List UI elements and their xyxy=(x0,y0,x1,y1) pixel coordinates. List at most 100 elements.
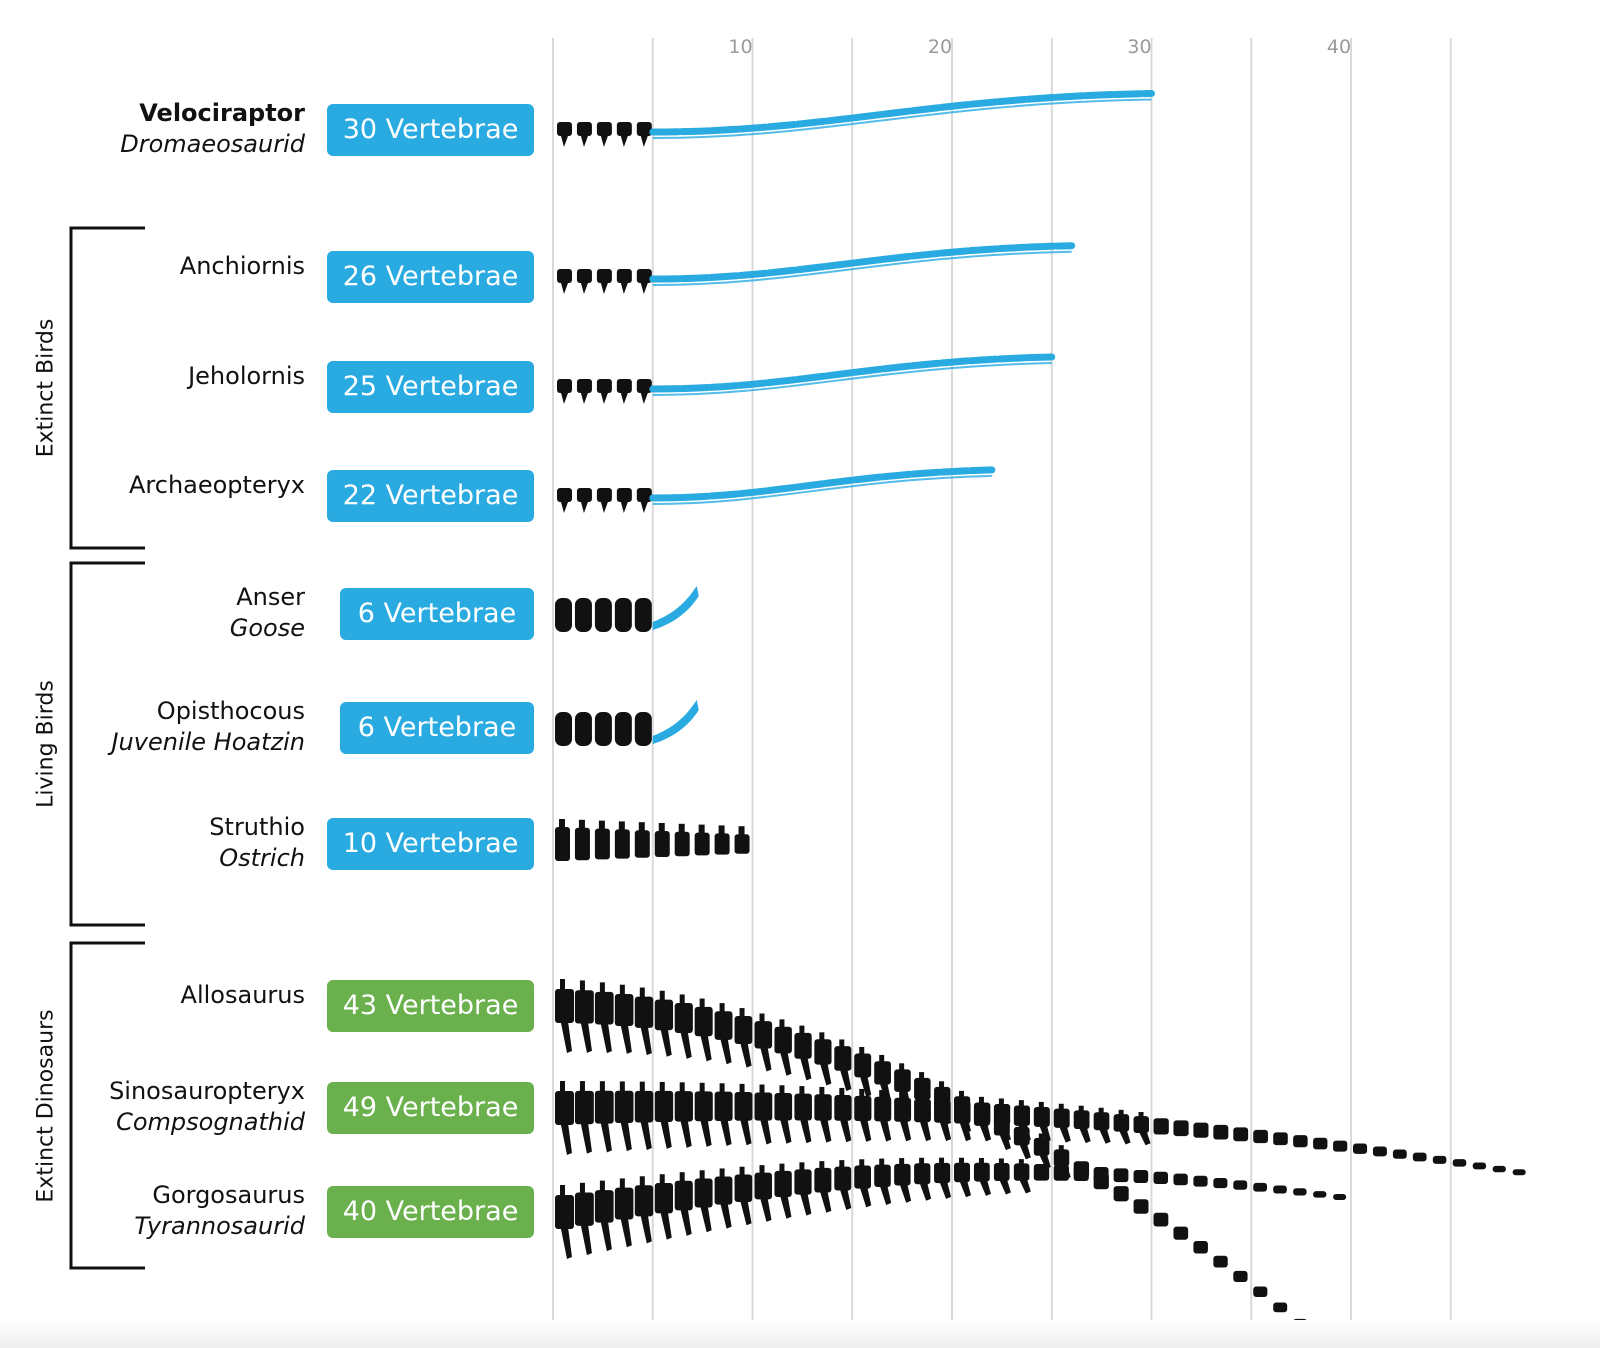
vertebra xyxy=(555,827,570,861)
group-label: Extinct Birds xyxy=(33,318,59,458)
neural-spine xyxy=(1078,1105,1084,1113)
vertebra xyxy=(894,1069,911,1092)
chevron-bone xyxy=(680,1208,692,1236)
vertebra xyxy=(1472,1162,1487,1170)
species-name: Gorgosaurus xyxy=(152,1181,305,1209)
neural-spine xyxy=(599,1081,605,1093)
vertebra xyxy=(555,1091,574,1125)
vertebra xyxy=(636,488,652,502)
neural-spine xyxy=(1138,1112,1144,1119)
chevron-bone xyxy=(1039,1124,1051,1143)
vertebra xyxy=(714,833,730,855)
species-label: Allosaurus xyxy=(181,980,305,1011)
vertebra xyxy=(555,598,572,632)
vertebra xyxy=(1093,1112,1110,1131)
chevron-bone xyxy=(580,283,588,294)
vertebra xyxy=(555,1195,574,1229)
tail-gorgosaurus xyxy=(555,1157,1347,1259)
vertebra xyxy=(1253,1182,1267,1192)
vertebrae-count-badge: 6 Vertebrae xyxy=(340,702,534,754)
vertebra xyxy=(734,834,750,854)
vertebra xyxy=(1173,1120,1189,1137)
vertebra xyxy=(814,1039,832,1065)
neural-spine xyxy=(859,1088,865,1098)
vertebra xyxy=(1053,1108,1070,1128)
vertebra xyxy=(594,991,614,1025)
chevron-bone xyxy=(800,1118,812,1144)
vertebra xyxy=(1193,1240,1208,1254)
chevron-bone xyxy=(820,1190,832,1213)
species-label: Archaeopteryx xyxy=(129,470,305,501)
vertebra xyxy=(1113,1186,1129,1202)
vertebra xyxy=(814,1094,832,1121)
vertebra xyxy=(614,1187,634,1220)
tail-chevron-line xyxy=(652,474,992,505)
species-name: Jeholornis xyxy=(188,362,305,390)
neural-spine xyxy=(698,824,705,835)
chevron-bone xyxy=(580,1021,592,1053)
x-tick-label: 10 xyxy=(728,36,752,58)
neural-spine xyxy=(978,1096,984,1105)
neural-spine xyxy=(859,1046,865,1056)
chevron-bone xyxy=(561,393,568,404)
vertebra xyxy=(934,1100,951,1123)
neural-spine xyxy=(799,1025,805,1035)
chevron-bone xyxy=(900,1183,912,1203)
neural-spine xyxy=(879,1090,885,1099)
vertebra xyxy=(1033,1107,1050,1127)
x-tick-label: 30 xyxy=(1127,36,1151,58)
vertebra xyxy=(555,712,572,746)
neural-spine xyxy=(759,1013,765,1024)
chevron-bone xyxy=(880,1119,892,1142)
neural-spine xyxy=(819,1032,825,1042)
neural-spine xyxy=(719,1083,725,1094)
vertebra xyxy=(1073,1165,1089,1182)
vertebra xyxy=(694,1178,713,1208)
neural-spine xyxy=(560,979,565,991)
neural-spine xyxy=(859,1159,865,1168)
vertebra xyxy=(694,832,710,856)
vertebra xyxy=(557,379,572,393)
x-tick-label: 40 xyxy=(1327,36,1351,58)
vertebra xyxy=(555,989,574,1023)
neural-spine xyxy=(779,1163,785,1173)
species-label: Jeholornis xyxy=(188,361,305,392)
neural-spine xyxy=(839,1039,845,1049)
chevron-bone xyxy=(820,1118,832,1143)
chevron-bone xyxy=(600,283,608,294)
vertebra xyxy=(734,1016,753,1044)
chevron-bone xyxy=(640,1214,652,1244)
chevron-bone xyxy=(580,136,588,147)
neural-spine xyxy=(638,822,645,833)
neural-spine xyxy=(919,1072,925,1080)
vertebra xyxy=(1133,1116,1149,1134)
vertebra xyxy=(636,379,652,393)
neural-spine xyxy=(919,1092,925,1101)
vertebra xyxy=(794,1169,812,1195)
vertebra xyxy=(574,990,594,1024)
vertebra xyxy=(694,1006,713,1037)
neural-spine xyxy=(599,982,605,994)
vertebra xyxy=(616,122,632,136)
vertebra xyxy=(594,712,612,746)
chevron-bone xyxy=(600,1022,612,1054)
vertebra xyxy=(634,830,650,858)
neural-spine xyxy=(598,820,605,831)
chevron-bone xyxy=(561,502,568,513)
species-name: Archaeopteryx xyxy=(128,471,305,499)
vertebrae-count-badge: 6 Vertebrae xyxy=(340,588,534,640)
vertebra xyxy=(1013,1163,1030,1181)
neural-spine xyxy=(619,1178,625,1190)
vertebra xyxy=(1113,1114,1130,1132)
chevron-bone xyxy=(580,393,588,404)
tail-chevron-line xyxy=(652,250,1072,286)
neural-spine xyxy=(799,1162,805,1172)
vertebra xyxy=(794,1093,812,1121)
chevron-bone xyxy=(620,1023,632,1054)
neural-spine xyxy=(679,1082,685,1094)
neural-spine xyxy=(819,1161,825,1170)
neural-spine xyxy=(659,1081,665,1093)
common-name: Compsognathid xyxy=(116,1108,305,1136)
neural-spine xyxy=(899,1158,905,1166)
vertebra xyxy=(694,1091,713,1122)
